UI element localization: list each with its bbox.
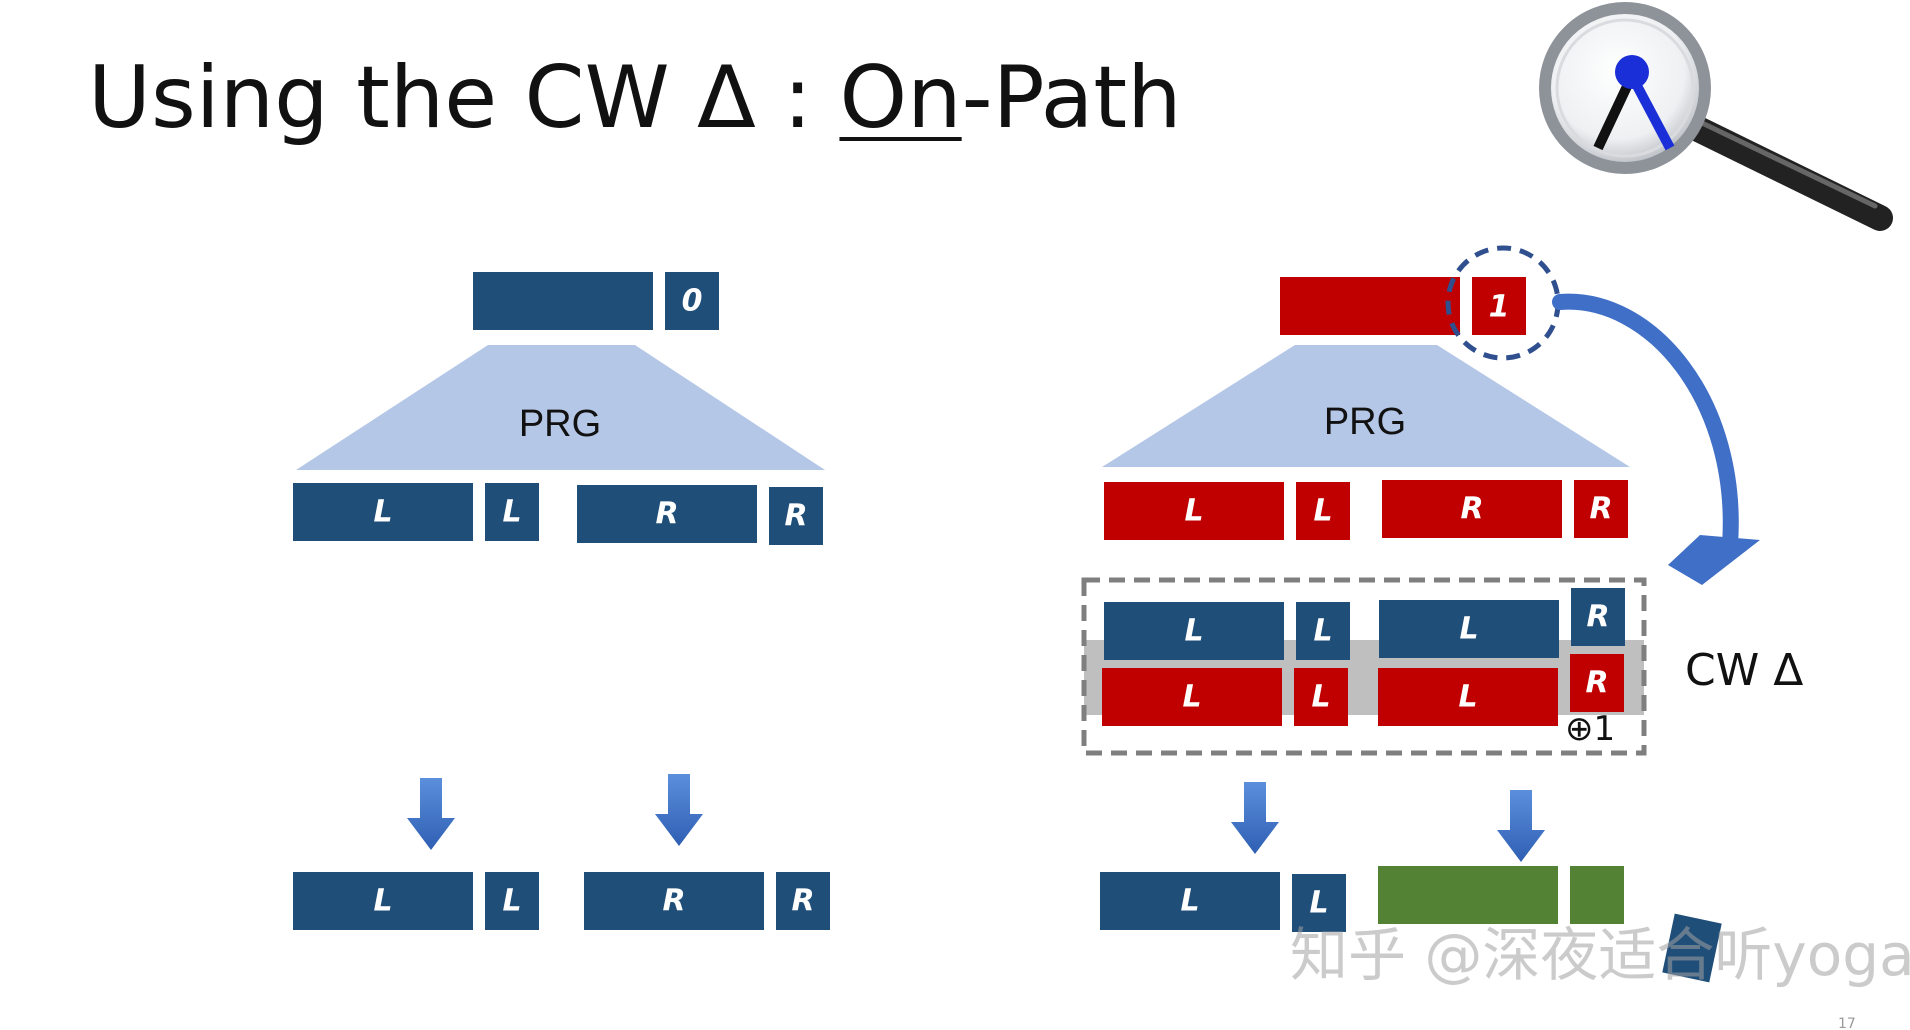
down-arrow-icon <box>1497 790 1545 862</box>
cw-top-block-2 <box>1379 600 1559 658</box>
right-child-label-1: L <box>1313 494 1332 529</box>
left-child-block-0 <box>293 483 473 541</box>
right-child-block-0 <box>1104 482 1284 540</box>
left-child-label-0: L <box>373 495 392 530</box>
cw-bottom-label-0: L <box>1182 680 1201 715</box>
right-child-block-3 <box>1574 480 1628 538</box>
cw-bottom-label-3: R <box>1585 666 1608 701</box>
watermark: 知乎 @深夜适合听yoga <box>1290 921 1910 989</box>
right-output-block-0 <box>1100 872 1280 930</box>
left-prg-label: PRG <box>519 403 601 445</box>
right-seed-block <box>1280 277 1460 335</box>
partial-blue-block <box>1662 913 1722 983</box>
left-output-block-0 <box>293 872 473 930</box>
title-underlined: On <box>839 48 962 148</box>
left-child-label-1: L <box>502 495 521 530</box>
cw-top-label-0: L <box>1184 614 1203 649</box>
title-suffix: -Path <box>961 48 1182 148</box>
down-arrow-icon <box>655 774 703 846</box>
right-child-label-2: R <box>1460 492 1483 527</box>
right-seed-bit: 1 <box>1489 290 1510 325</box>
right-output-green-block-0 <box>1378 866 1558 924</box>
cw-top-block-0 <box>1104 602 1284 660</box>
right-child-block-2 <box>1382 480 1562 538</box>
cw-top-block-3 <box>1571 588 1625 646</box>
title-prefix: Using the CW Δ : <box>88 48 840 148</box>
left-output-label-1: L <box>502 884 521 919</box>
slide-title: Using the CW Δ : On-Path <box>88 48 1182 148</box>
right-output-block-1 <box>1292 874 1346 932</box>
cw-delta-label: CW Δ <box>1685 645 1803 696</box>
left-child-block-1 <box>485 483 539 541</box>
cw-bottom-block-2 <box>1378 668 1558 726</box>
left-child-label-2: R <box>655 497 678 532</box>
left-tree: 0 PRG L L R R L L R R <box>293 272 830 930</box>
left-seed-bit-block <box>665 272 719 330</box>
cw-bottom-label-1: L <box>1311 680 1330 715</box>
down-arrow-icon <box>407 778 455 850</box>
cw-top-label-1: L <box>1313 614 1332 649</box>
right-output-label-1: L <box>1309 886 1328 921</box>
magnifying-glass-icon <box>1539 2 1893 231</box>
right-output-green-block-1 <box>1570 866 1624 924</box>
cw-top-block-1 <box>1296 602 1350 660</box>
left-child-block-2 <box>577 485 757 543</box>
cw-bottom-label-2: L <box>1458 680 1477 715</box>
xor-one-label: ⊕1 <box>1565 709 1615 749</box>
curved-arrow-icon <box>1552 293 1760 585</box>
right-output-label-0: L <box>1180 884 1199 919</box>
left-output-label-3: R <box>791 884 814 919</box>
cw-top-label-3: R <box>1586 600 1609 635</box>
cw-bottom-block-1 <box>1294 668 1348 726</box>
left-seed-bit: 0 <box>682 284 703 319</box>
right-child-label-0: L <box>1184 494 1203 529</box>
right-child-block-1 <box>1296 482 1350 540</box>
left-output-label-2: R <box>662 884 685 919</box>
right-prg-label: PRG <box>1324 401 1406 443</box>
left-output-block-3 <box>776 872 830 930</box>
left-seed-block <box>473 272 653 330</box>
down-arrow-icon <box>1231 782 1279 854</box>
cw-bottom-block-0 <box>1102 668 1282 726</box>
left-output-block-1 <box>485 872 539 930</box>
page-number: 17 <box>1838 1016 1856 1030</box>
cw-top-label-2: L <box>1459 612 1478 647</box>
right-child-label-3: R <box>1589 492 1612 527</box>
right-prg-trapezoid <box>1102 345 1630 467</box>
right-tree: 1 PRG L L R R L L L R L L L <box>1081 245 1803 983</box>
cw-bottom-block-3 <box>1570 654 1624 712</box>
cw-dashed-box <box>1081 577 1647 756</box>
left-output-label-0: L <box>373 884 392 919</box>
left-output-block-2 <box>584 872 764 930</box>
left-child-block-3 <box>769 487 823 545</box>
left-prg-trapezoid <box>296 345 825 470</box>
right-seed-bit-block <box>1472 277 1526 335</box>
left-child-label-3: R <box>784 499 807 534</box>
